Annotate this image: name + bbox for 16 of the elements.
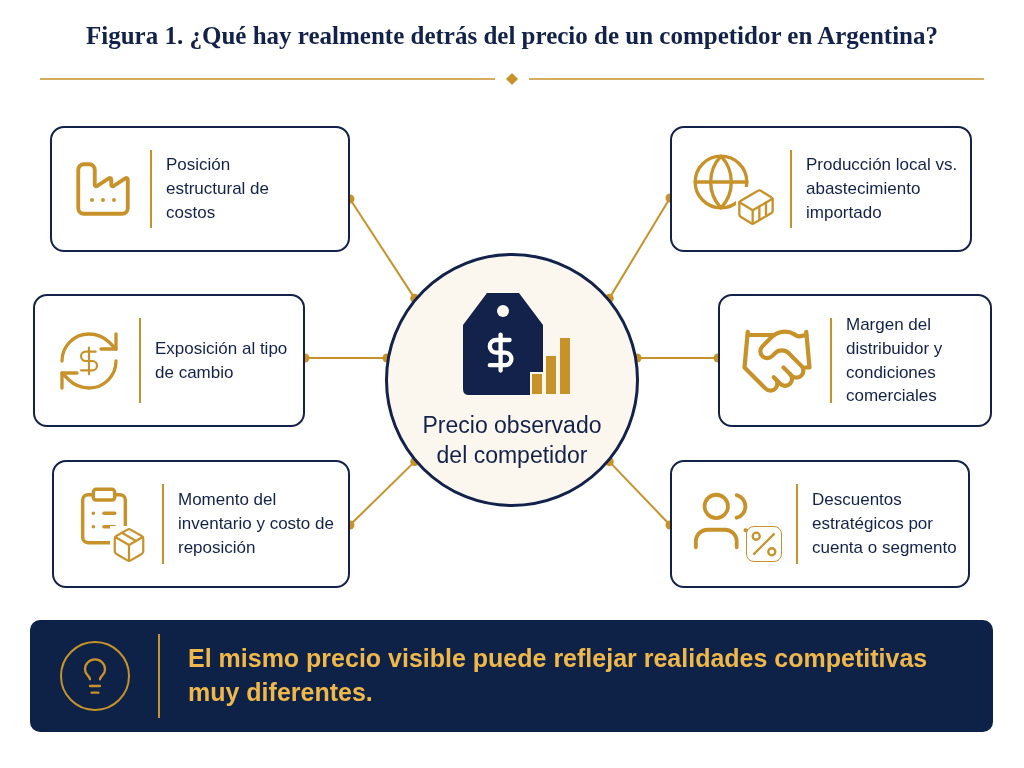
- factor-label: Producción local vs. abastecimiento importado: [806, 154, 959, 224]
- factor-card: [50, 126, 350, 252]
- conclusion-banner: [30, 620, 993, 732]
- factor-label: Momento del inventario y costo de reposición: [178, 489, 335, 559]
- factor-label: Posición estructural de costos: [166, 154, 270, 224]
- factor-label: Descuentos estratégicos por cuenta o segmento: [812, 489, 958, 559]
- factor-card: [33, 294, 305, 427]
- conclusion-text: El mismo precio visible puede reflejar realidades competitivas muy diferentes.: [188, 643, 929, 708]
- factor-label: Margen del distribuidor y condiciones comerciales: [846, 313, 944, 408]
- factor-card: [52, 460, 350, 588]
- factor-card: [670, 126, 972, 252]
- factor-card: [670, 460, 970, 588]
- figure-title: Figura 1. ¿Qué hay realmente detrás del precio de un competidor en Argentina?: [85, 22, 939, 50]
- factor-label: Exposición al tipo de cambio: [155, 337, 289, 384]
- center-label: Precio observado del competidor: [421, 411, 603, 470]
- factor-card: [718, 294, 992, 427]
